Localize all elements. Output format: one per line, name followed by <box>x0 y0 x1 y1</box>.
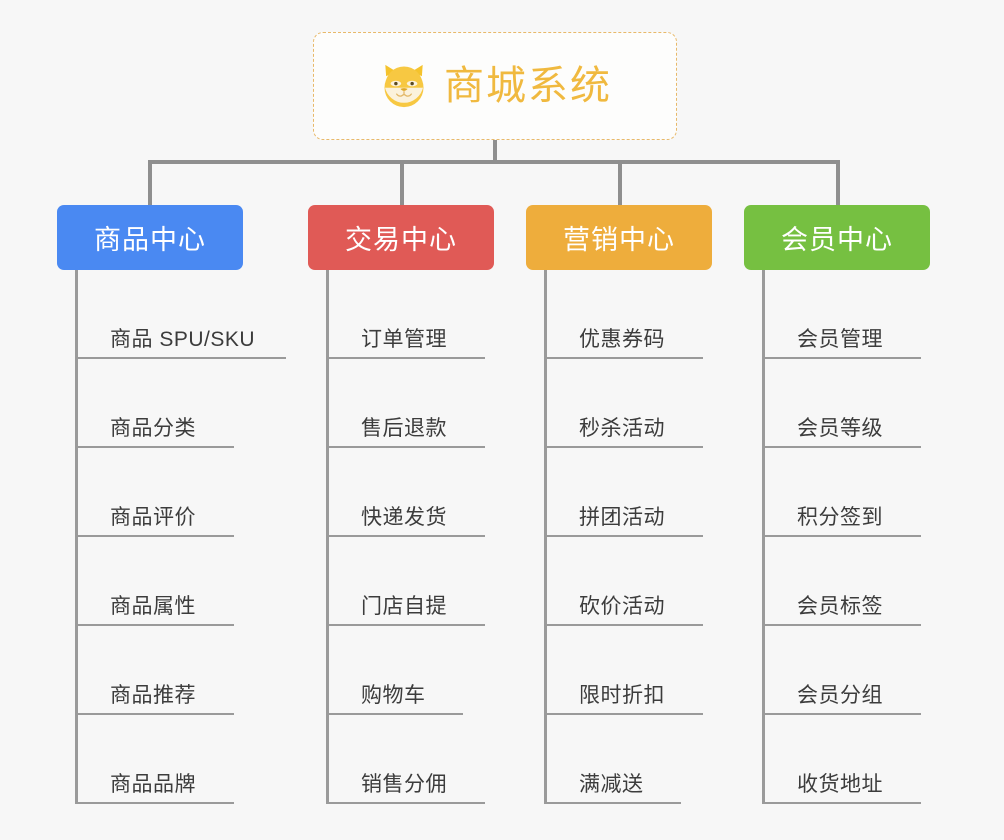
leaf-label: 商品属性 <box>110 594 196 618</box>
leaf-label: 门店自提 <box>361 594 447 618</box>
leaf-label: 满减送 <box>579 772 644 796</box>
leaf-underline <box>78 535 234 537</box>
leaf-underline <box>547 535 703 537</box>
leaf-item[interactable]: 拼团活动 <box>547 448 744 537</box>
branch-column-2: 交易中心 订单管理 售后退款 快递发货 门店自提 购物车 <box>308 205 526 804</box>
leaf-item[interactable]: 商品品牌 <box>78 715 307 804</box>
branch-header-1-label: 商品中心 <box>94 225 206 255</box>
leaf-item[interactable]: 商品 SPU/SKU <box>78 270 307 359</box>
branch-header-2-label: 交易中心 <box>345 225 457 255</box>
leaf-label: 拼团活动 <box>579 505 665 529</box>
leaf-label: 秒杀活动 <box>579 416 665 440</box>
leaf-label: 售后退款 <box>361 416 447 440</box>
leaf-label: 会员标签 <box>797 594 883 618</box>
leaf-item[interactable]: 售后退款 <box>329 359 526 448</box>
leaf-underline <box>765 357 921 359</box>
leaf-underline <box>329 624 485 626</box>
leaf-item[interactable]: 砍价活动 <box>547 537 744 626</box>
leaf-label: 会员管理 <box>797 327 883 351</box>
branch-column-1: 商品中心 商品 SPU/SKU 商品分类 商品评价 商品属性 商品推荐 <box>57 205 307 804</box>
branch-body-3: 优惠券码 秒杀活动 拼团活动 砍价活动 限时折扣 满减送 <box>544 270 744 804</box>
root-node-title: 商城系统 <box>444 64 612 108</box>
leaf-label: 收货地址 <box>797 772 883 796</box>
leaf-item[interactable]: 快递发货 <box>329 448 526 537</box>
leaf-underline <box>765 535 921 537</box>
leaf-item[interactable]: 优惠券码 <box>547 270 744 359</box>
leaf-label: 快递发货 <box>361 505 447 529</box>
leaf-item[interactable]: 满减送 <box>547 715 744 804</box>
connector-drop-2 <box>400 160 404 205</box>
connector-horizontal-bus <box>148 160 840 164</box>
leaf-label: 商品推荐 <box>110 683 196 707</box>
leaf-item[interactable]: 商品推荐 <box>78 626 307 715</box>
leaf-label: 商品 SPU/SKU <box>110 327 256 351</box>
leaf-underline <box>547 357 703 359</box>
leaf-label: 会员分组 <box>797 683 883 707</box>
connector-drop-3 <box>618 160 622 205</box>
leaf-underline <box>78 713 234 715</box>
branch-header-2[interactable]: 交易中心 <box>308 205 494 270</box>
connector-root-stem <box>493 140 497 163</box>
leaf-label: 购物车 <box>361 683 426 707</box>
leaf-label: 限时折扣 <box>579 683 665 707</box>
leaf-item[interactable]: 商品评价 <box>78 448 307 537</box>
leaf-underline <box>329 446 485 448</box>
leaf-item[interactable]: 商品属性 <box>78 537 307 626</box>
leaf-underline <box>765 713 921 715</box>
leaf-underline <box>329 357 485 359</box>
leaf-item[interactable]: 秒杀活动 <box>547 359 744 448</box>
root-node-mall-system[interactable]: 商城系统 <box>313 32 677 140</box>
branch-header-1[interactable]: 商品中心 <box>57 205 243 270</box>
leaf-item[interactable]: 商品分类 <box>78 359 307 448</box>
leaf-underline <box>78 802 234 804</box>
leaf-underline <box>78 624 234 626</box>
leaf-underline <box>547 446 703 448</box>
leaf-item[interactable]: 销售分佣 <box>329 715 526 804</box>
leaf-underline <box>78 446 234 448</box>
leaf-item[interactable]: 积分签到 <box>765 448 962 537</box>
branch-header-4-label: 会员中心 <box>781 225 893 255</box>
leaf-item[interactable]: 会员标签 <box>765 537 962 626</box>
leaf-label: 销售分佣 <box>361 772 447 796</box>
leaf-label: 商品评价 <box>110 505 196 529</box>
leaf-item[interactable]: 购物车 <box>329 626 526 715</box>
leaf-item[interactable]: 会员等级 <box>765 359 962 448</box>
branch-body-1: 商品 SPU/SKU 商品分类 商品评价 商品属性 商品推荐 商品品牌 <box>75 270 307 804</box>
branch-header-3-label: 营销中心 <box>563 225 675 255</box>
leaf-label: 优惠券码 <box>579 327 665 351</box>
branch-column-3: 营销中心 优惠券码 秒杀活动 拼团活动 砍价活动 限时折扣 <box>526 205 744 804</box>
branch-column-4: 会员中心 会员管理 会员等级 积分签到 会员标签 会员分组 <box>744 205 962 804</box>
leaf-underline <box>547 624 703 626</box>
leaf-underline <box>78 357 286 359</box>
leaf-underline <box>765 802 921 804</box>
leaf-label: 商品分类 <box>110 416 196 440</box>
leaf-item[interactable]: 订单管理 <box>329 270 526 359</box>
leaf-label: 商品品牌 <box>110 772 196 796</box>
leaf-underline <box>547 802 681 804</box>
leaf-underline <box>329 713 463 715</box>
leaf-label: 订单管理 <box>361 327 447 351</box>
leaf-item[interactable]: 门店自提 <box>329 537 526 626</box>
branch-header-4[interactable]: 会员中心 <box>744 205 930 270</box>
leaf-underline <box>765 624 921 626</box>
leaf-item[interactable]: 会员分组 <box>765 626 962 715</box>
leaf-underline <box>765 446 921 448</box>
branch-header-3[interactable]: 营销中心 <box>526 205 712 270</box>
shiba-dog-icon <box>378 60 430 112</box>
leaf-underline <box>547 713 703 715</box>
leaf-label: 积分签到 <box>797 505 883 529</box>
connector-drop-4 <box>836 160 840 205</box>
leaf-item[interactable]: 限时折扣 <box>547 626 744 715</box>
branch-body-2: 订单管理 售后退款 快递发货 门店自提 购物车 销售分佣 <box>326 270 526 804</box>
leaf-label: 会员等级 <box>797 416 883 440</box>
branch-body-4: 会员管理 会员等级 积分签到 会员标签 会员分组 收货地址 <box>762 270 962 804</box>
leaf-underline <box>329 802 485 804</box>
leaf-item[interactable]: 收货地址 <box>765 715 962 804</box>
leaf-label: 砍价活动 <box>579 594 665 618</box>
leaf-underline <box>329 535 485 537</box>
leaf-item[interactable]: 会员管理 <box>765 270 962 359</box>
connector-drop-1 <box>148 160 152 205</box>
